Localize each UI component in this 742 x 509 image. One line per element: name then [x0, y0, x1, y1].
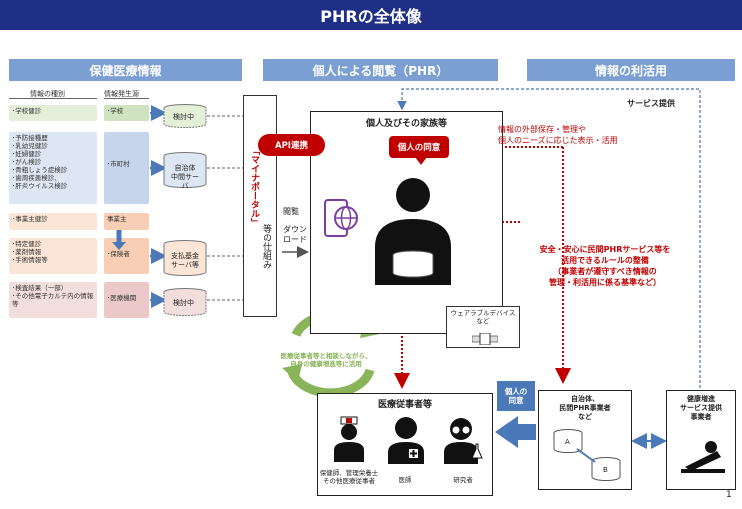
consent-arrow-label: 個人の 同意: [497, 381, 535, 411]
smartwatch-icon: [471, 330, 499, 346]
medical-staff-box: 医療従事者等 保健師、管理栄養士 その他医療従事者 医師 研究者: [317, 393, 493, 496]
kind-medical-results: ･検査結果（一部） ･その他電子カルテ内の情報等: [9, 282, 97, 318]
store-school: 検討中: [163, 104, 207, 128]
rules-text: 安全・安心に民間PHRサービス等を 活用できるルールの整備 （事業者が遵守すべき…: [539, 245, 671, 287]
download-label: ダウン ロード: [283, 225, 307, 244]
kind-school-checkup: ･学校健診: [9, 105, 97, 121]
kind-employer-checkup: ･事業主健診: [9, 213, 97, 230]
header-health-info: 保健医療情報: [9, 59, 242, 81]
column-kind: 情報の種別: [30, 90, 65, 98]
role-researcher: 研究者: [453, 476, 473, 484]
source-municipality: ･市町村: [104, 132, 149, 204]
source-school: ･学校: [104, 105, 149, 121]
info-use-text: 情報の外部保存・管理や 個人のニーズに応じた表示・活用: [498, 125, 618, 145]
smartphone-globe-icon: [322, 198, 360, 240]
kind-municipal-checkups: ･予防接種歴 ･乳幼児健診 ･妊婦健診 ･がん検診 ･骨粗しょう症検診 ･歯周疾…: [9, 132, 97, 204]
mynaportal-suffix: 等の仕組み: [261, 224, 271, 269]
person-family-box: 個人及びその家族等 個人の同意: [310, 111, 503, 334]
health-title: 健康増進 サービス提供 事業者: [680, 395, 722, 421]
store-municipal-server: 自治体 中間サーバ: [163, 152, 207, 190]
consent-bubble: 個人の同意: [389, 136, 449, 158]
kind-insurer-info: ･特定健診 ･薬剤情報 ･手術情報等: [9, 238, 97, 274]
mynaportal-box: 「マイナポータル」 等の仕組み: [243, 95, 277, 317]
exercise-icon: [681, 439, 725, 475]
researcher-icon: [444, 416, 484, 464]
column-rule-kind: [9, 98, 97, 99]
store-medical: 検討中: [163, 288, 207, 316]
medical-title: 医療従事者等: [377, 400, 432, 410]
view-label: 閲覧: [283, 207, 299, 216]
source-employer: 事業主: [104, 213, 149, 230]
role-doctor: 医師: [398, 476, 412, 484]
health-service-box: 健康増進 サービス提供 事業者: [666, 390, 736, 490]
store-payment-fund-server: 支払基金 サーバ等: [163, 240, 207, 276]
local-title: 自治体、 民間PHR事業者 など: [559, 395, 611, 421]
column-source: 情報発生源: [104, 90, 139, 98]
source-to-store-arrows: [112, 105, 167, 308]
store-to-portal-lines: [207, 115, 243, 301]
database-a-icon: A: [553, 429, 583, 453]
consent-arrow-shape: [495, 416, 536, 448]
service-provision-label: サービス提供: [627, 99, 675, 108]
person-icon: [373, 177, 453, 285]
header-personal-view: 個人による閲覧（PHR）: [263, 59, 498, 81]
api-link-pill: API連携: [258, 134, 325, 156]
wearable-label: ウェアラブルデバイス など: [450, 309, 516, 325]
doctor-icon: [388, 416, 424, 464]
page-title: PHRの全体像: [0, 0, 742, 30]
mynaportal-name: 「マイナポータル」: [249, 146, 259, 227]
header-info-utilization: 情報の利活用: [527, 59, 735, 81]
source-insurer: ･保険者: [104, 238, 149, 274]
cycle-text: 医療従事者等と相談しながら、 自身の健康増進等に活用: [280, 352, 372, 368]
database-exchange-arrow: [576, 448, 596, 463]
local-phr-box: 自治体、 民間PHR事業者 など A B: [538, 390, 632, 490]
column-rule-source: [104, 98, 149, 99]
role-staff: 保健師、管理栄養士 その他医療従事者: [319, 469, 379, 485]
page-number: 1: [726, 490, 732, 500]
consent-bubble-tail: [415, 157, 427, 165]
database-b-icon: B: [591, 457, 621, 481]
source-medical-institution: ･医療機関: [104, 282, 149, 318]
nurse-icon: [334, 416, 364, 462]
person-box-title: 個人及びその家族等: [365, 119, 447, 129]
wearable-box: ウェアラブルデバイス など: [446, 306, 520, 348]
